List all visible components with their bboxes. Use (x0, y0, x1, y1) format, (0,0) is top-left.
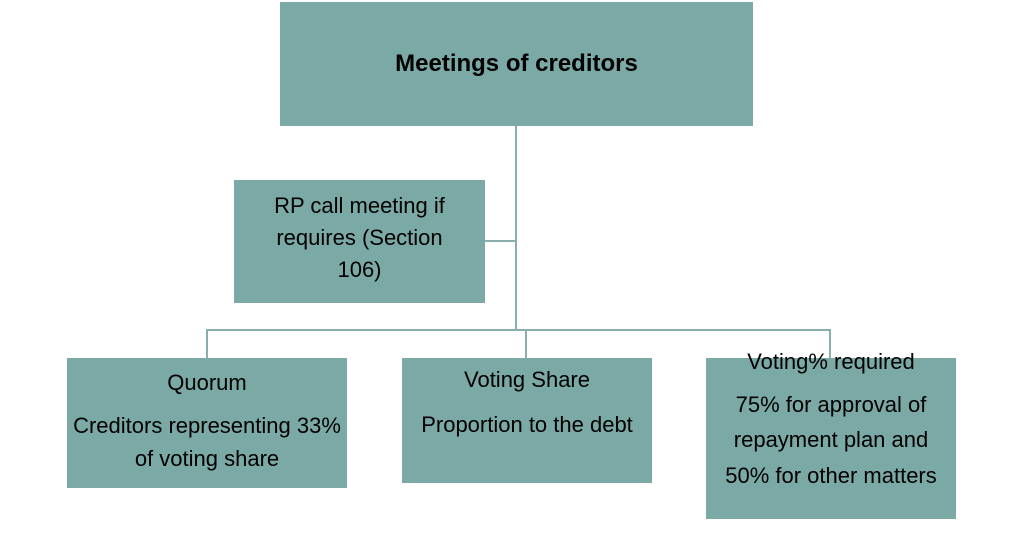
voting-share-box: Voting Share Proportion to the debt (402, 358, 652, 483)
root-title: Meetings of creditors (395, 50, 638, 77)
root-box: Meetings of creditors (280, 2, 753, 126)
voting-required-heading: Voting% required (747, 349, 915, 374)
connector-horizontal (206, 329, 831, 331)
voting-share-heading: Voting Share (464, 367, 590, 392)
quorum-body: Creditors representing 33% of voting sha… (73, 413, 341, 471)
connector-root-vertical (515, 126, 517, 331)
voting-share-body: Proportion to the debt (421, 412, 633, 437)
rp-text: RP call meeting if requires (Section 106… (274, 193, 445, 282)
quorum-box: Quorum Creditors representing 33% of vot… (67, 358, 347, 488)
connector-quorum (206, 329, 208, 358)
connector-voting-share (525, 329, 527, 358)
connector-rp (484, 240, 516, 242)
voting-required-box: Voting% required 75% for approval of rep… (706, 349, 956, 519)
rp-box: RP call meeting if requires (Section 106… (234, 180, 485, 303)
connector-voting-required (829, 329, 831, 358)
quorum-heading: Quorum (167, 370, 247, 395)
voting-required-body: 75% for approval of repayment plan and 5… (725, 392, 937, 488)
